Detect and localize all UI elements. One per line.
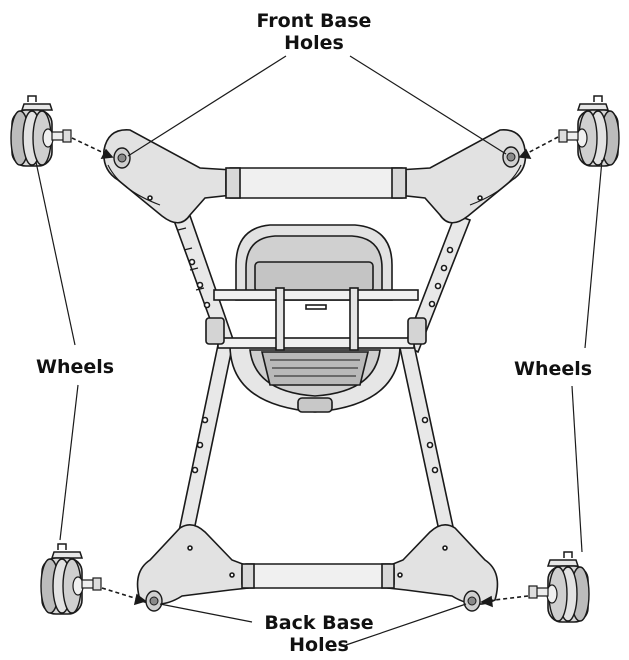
front-left-leg: [170, 209, 236, 354]
back-base-holes-line-1: Back Base: [264, 612, 374, 634]
back-base-holes-label: Back Base Holes: [254, 612, 384, 656]
caster-wheel-icon: [10, 95, 72, 167]
back-left-leg: [177, 344, 233, 542]
caster-wheel-icon: [528, 551, 590, 623]
caster-wheel-icon: [40, 543, 102, 615]
front-base-bar: [102, 129, 527, 224]
back-left-base-hole: [145, 590, 163, 612]
back-right-leg: [399, 344, 456, 542]
back-right-base-hole: [463, 590, 481, 612]
back-base-bar: [136, 524, 499, 605]
insertion-arrows: [71, 136, 559, 608]
front-right-base-hole: [502, 146, 520, 168]
front-base-holes-line-2: Holes: [284, 32, 344, 54]
front-base-holes-line-1: Front Base: [256, 10, 372, 32]
front-base-holes-label: Front Base Holes: [248, 10, 380, 54]
back-base-holes-line-2: Holes: [289, 634, 349, 656]
wheels-left-label: Wheels: [36, 356, 115, 378]
caster-wheel-icon: [558, 95, 620, 167]
wheels-right-label: Wheels: [514, 358, 593, 380]
seat-assembly: [205, 224, 427, 413]
front-left-base-hole: [113, 147, 131, 169]
leader-lines: [35, 55, 603, 646]
